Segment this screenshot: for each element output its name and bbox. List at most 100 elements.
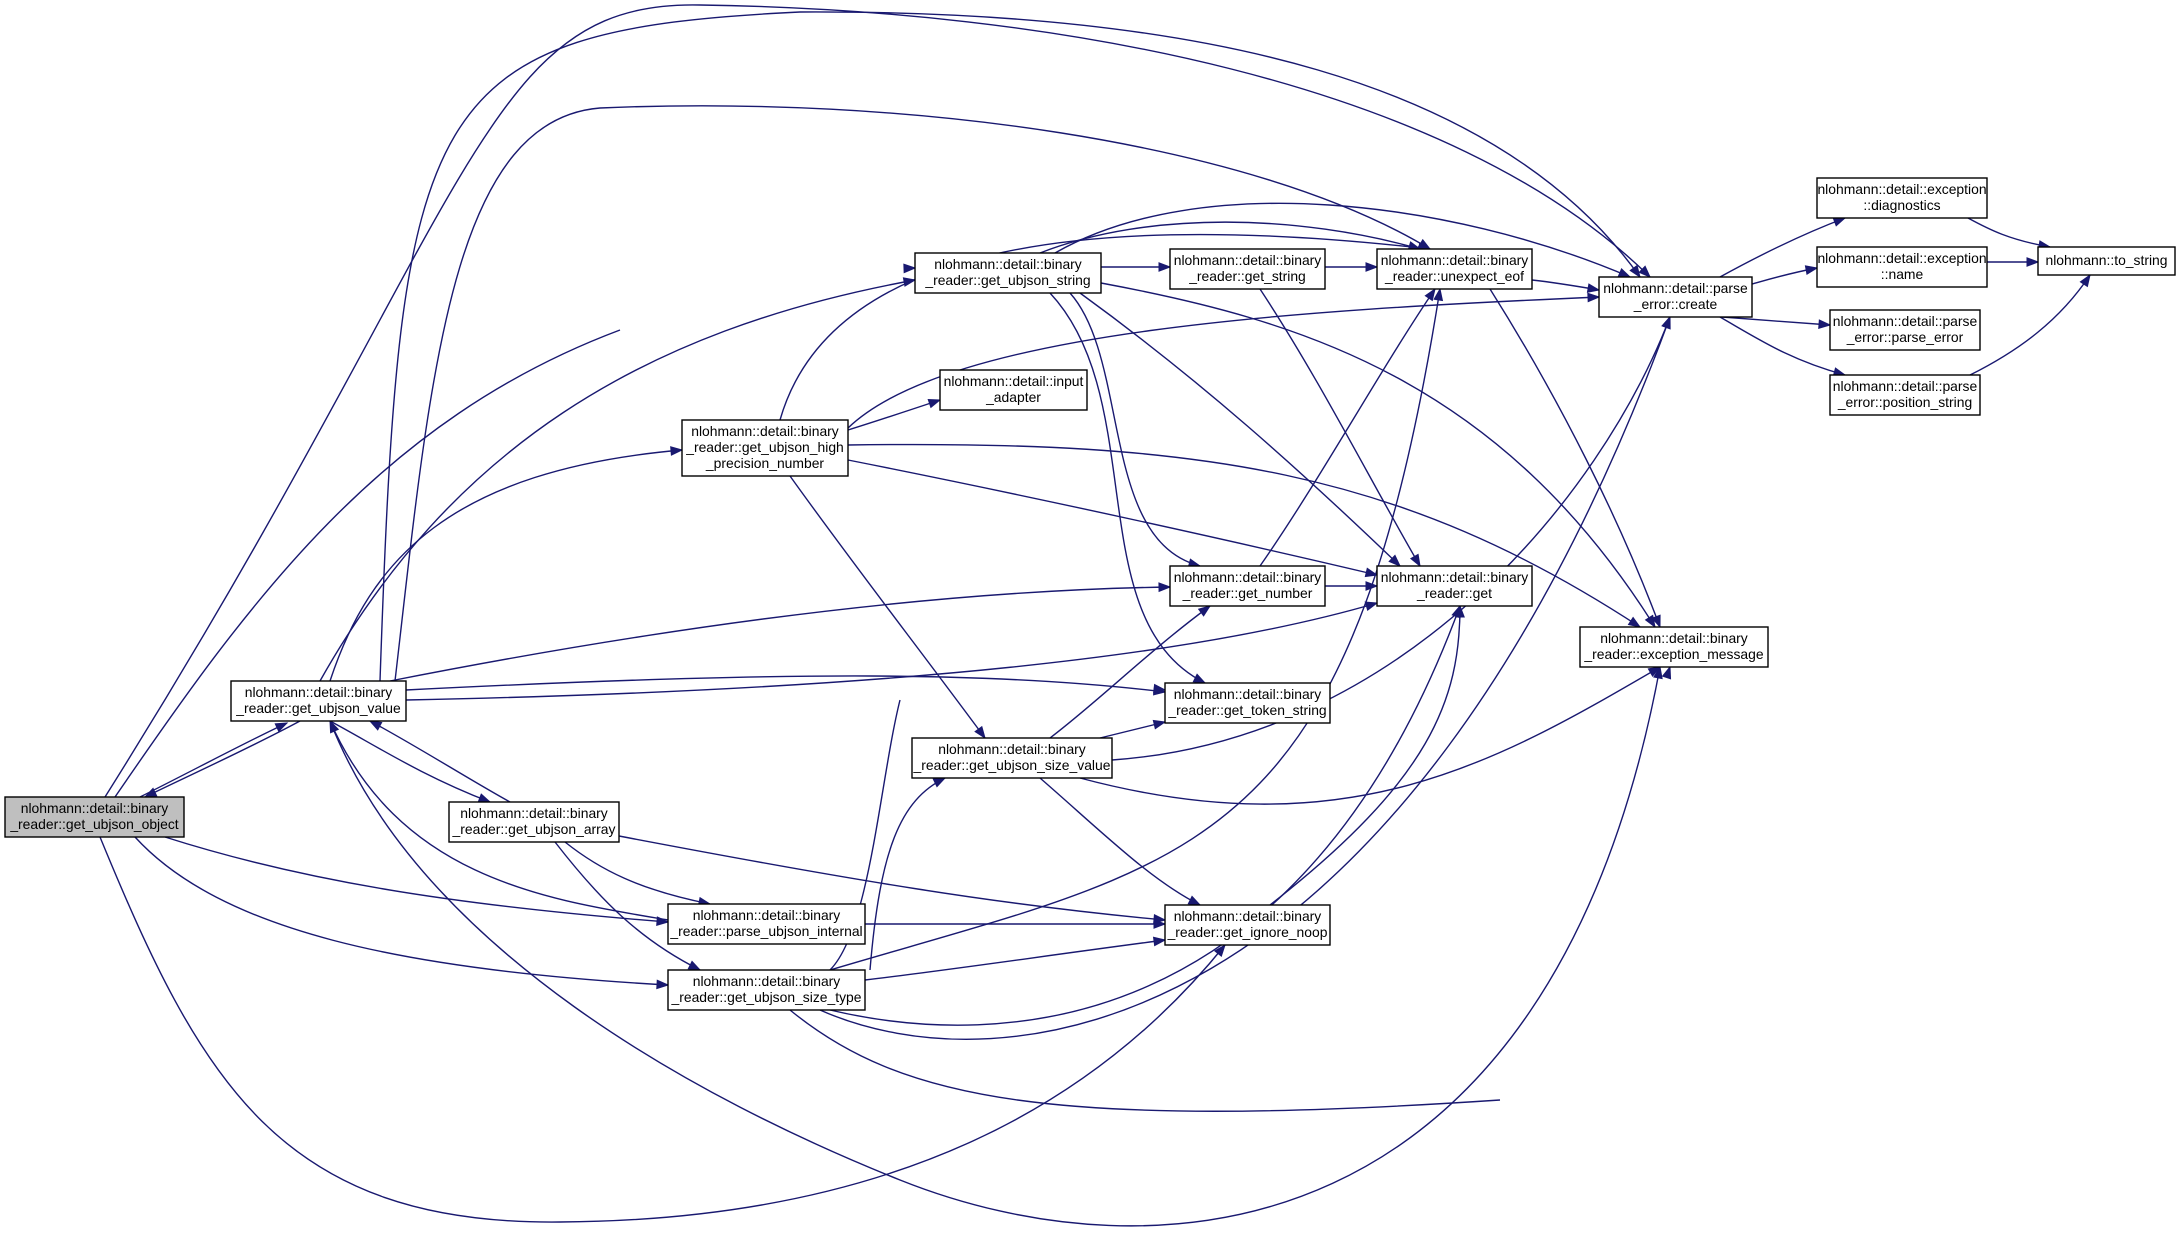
node-label-line: nlohmann::detail::binary (245, 684, 393, 700)
edge-line (869, 777, 946, 971)
arrowhead (1158, 582, 1172, 593)
edge-line (144, 720, 301, 798)
arrowhead (1433, 287, 1444, 302)
node-to-string[interactable]: nlohmann::to_string (2037, 246, 2176, 276)
arrowhead (1364, 567, 1379, 578)
edge-get_ubjson_high_precision_number-to-parse_error_create (847, 292, 1601, 429)
edge-line (554, 841, 701, 971)
arrowhead (1818, 319, 1832, 330)
node-get-ubjson-size-type[interactable]: nlohmann::detail::binary_reader::get_ubj… (667, 969, 866, 1011)
node-box[interactable] (939, 369, 1088, 411)
edge-line (405, 675, 1166, 693)
node-box[interactable] (1376, 248, 1533, 290)
node-parse-ubjson-internal[interactable]: nlohmann::detail::binary_reader::parse_u… (667, 903, 866, 945)
node-box[interactable] (4, 796, 185, 838)
edge-get_ignore_noop-to-get (1269, 604, 1465, 906)
edge-line (618, 835, 1166, 921)
node-get[interactable]: nlohmann::detail::binary_reader::get (1376, 565, 1533, 607)
node-label-line: _reader::get_ubjson_value (235, 700, 401, 716)
arrowhead (1653, 665, 1663, 680)
node-get-ubjson-array[interactable]: nlohmann::detail::binary_reader::get_ubj… (448, 801, 620, 843)
edge-get_ubjson_object-to-get_ubjson_size_type (134, 836, 670, 990)
node-box[interactable] (1169, 565, 1326, 607)
node-box[interactable] (1829, 374, 1981, 416)
node-label-line: nlohmann::detail::binary (460, 805, 608, 821)
node-box[interactable] (1164, 904, 1331, 946)
edge-line (329, 720, 669, 921)
edge-line (1719, 316, 1846, 376)
node-label-line: _reader::get_ignore_noop (1167, 924, 1328, 940)
node-label-line: _reader::get_ubjson_object (9, 816, 178, 832)
edge-get_ubjson_high_precision_number-to-exception_message (847, 443, 1642, 628)
node-parse-error-parse-error[interactable]: nlohmann::detail::parse_error::parse_err… (1829, 309, 1981, 351)
edge-get_ubjson_array-to-parse_ubjson_internal (564, 841, 712, 907)
edge-get_ubjson_value-to-get (405, 601, 1379, 701)
arrowhead (1365, 262, 1379, 272)
edge-line (329, 720, 491, 803)
node-get-ubjson-high-precision-number[interactable]: nlohmann::detail::binary_reader::get_ubj… (681, 419, 849, 477)
edge-get_ubjson_object-to-get_ubjson_string (114, 263, 917, 798)
edge-line (829, 288, 1441, 971)
edge-line (1049, 605, 1211, 739)
node-get-ubjson-value[interactable]: nlohmann::detail::binary_reader::get_ubj… (230, 680, 407, 722)
node-get-string[interactable]: nlohmann::detail::binary_reader::get_str… (1169, 248, 1326, 290)
node-get-number[interactable]: nlohmann::detail::binary_reader::get_num… (1169, 565, 1326, 607)
node-get-ignore-noop[interactable]: nlohmann::detail::binary_reader::get_ign… (1164, 904, 1331, 946)
edge-get_ubjson_size_type-to-exception_message (789, 665, 1672, 1112)
arrowhead (1192, 673, 1207, 684)
edge-line (1489, 288, 1661, 628)
arrowhead (1158, 262, 1172, 272)
node-box[interactable] (1164, 682, 1331, 724)
node-box[interactable] (1376, 565, 1533, 607)
node-get-ubjson-string[interactable]: nlohmann::detail::binary_reader::get_ubj… (914, 252, 1102, 294)
edge-line (329, 666, 1661, 1227)
arrowhead (329, 719, 340, 734)
node-box[interactable] (1598, 276, 1753, 318)
node-box[interactable] (448, 801, 620, 843)
node-box[interactable] (914, 252, 1102, 294)
node-label-line: _reader::get_number (1182, 585, 1313, 601)
edge-line (164, 836, 669, 923)
node-input-adapter[interactable]: nlohmann::detail::input_adapter (939, 369, 1088, 411)
node-box[interactable] (1169, 248, 1326, 290)
node-box[interactable] (667, 969, 866, 1011)
node-parse-error-create[interactable]: nlohmann::detail::parse_error::create (1598, 276, 1753, 318)
node-parse-error-position-string[interactable]: nlohmann::detail::parse_error::position_… (1829, 374, 1981, 416)
node-label-line: nlohmann::detail::exception (1817, 250, 1986, 266)
node-label-line: nlohmann::detail::binary (21, 800, 169, 816)
node-box[interactable] (681, 419, 849, 477)
arrowhead (1638, 265, 1651, 278)
edge-line (1967, 217, 2051, 248)
node-label-line: nlohmann::detail::binary (1174, 252, 1322, 268)
node-box[interactable] (1829, 309, 1981, 351)
edge-line (104, 4, 1651, 798)
edge-line (864, 939, 1166, 981)
node-get-ubjson-size-value[interactable]: nlohmann::detail::binary_reader::get_ubj… (911, 737, 1113, 779)
node-get-token-string[interactable]: nlohmann::detail::binary_reader::get_tok… (1164, 682, 1331, 724)
node-label-line: nlohmann::detail::binary (693, 973, 841, 989)
node-label-line: nlohmann::detail::binary (934, 256, 1082, 272)
node-label-line: _reader::get_ubjson_size_value (913, 757, 1111, 773)
arrowhead (932, 777, 947, 788)
arrowhead (687, 960, 702, 971)
node-label-line: nlohmann::detail::binary (1174, 569, 1322, 585)
node-box[interactable] (230, 680, 407, 722)
node-box[interactable] (2037, 246, 2176, 276)
node-get-ubjson-object[interactable]: nlohmann::detail::binary_reader::get_ubj… (4, 796, 185, 838)
node-unexpect-eof[interactable]: nlohmann::detail::binary_reader::unexpec… (1376, 248, 1533, 290)
node-exception-name[interactable]: nlohmann::detail::exception::name (1816, 246, 1988, 288)
node-box[interactable] (1816, 246, 1988, 288)
node-exception-message[interactable]: nlohmann::detail::binary_reader::excepti… (1579, 626, 1769, 668)
node-box[interactable] (1816, 177, 1988, 219)
arrowhead (2079, 273, 2091, 288)
node-label-line: nlohmann::detail::binary (1381, 252, 1529, 268)
edge-line (564, 841, 711, 905)
node-box[interactable] (667, 903, 866, 945)
node-box[interactable] (911, 737, 1113, 779)
nodes-layer: nlohmann::detail::binary_reader::get_ubj… (4, 177, 2176, 1011)
node-exception-diagnostics[interactable]: nlohmann::detail::exception::diagnostics (1816, 177, 1988, 219)
node-box[interactable] (1579, 626, 1769, 668)
node-label-line: nlohmann::detail::binary (1174, 908, 1322, 924)
